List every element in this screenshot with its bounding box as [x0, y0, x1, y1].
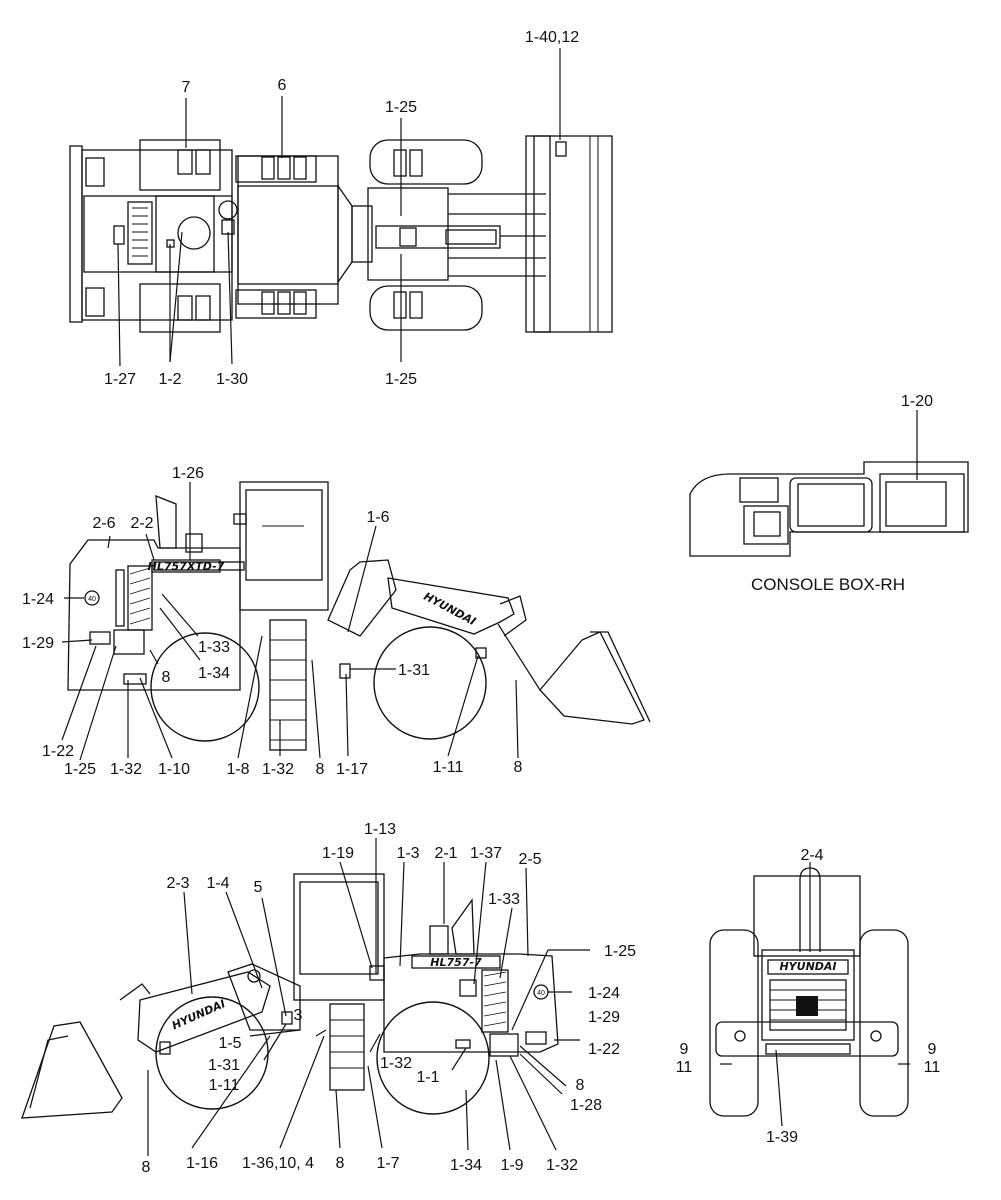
callout-label: 6	[278, 77, 287, 94]
callout-label: 8	[162, 669, 171, 686]
callout-label: 1-25	[385, 371, 417, 388]
callout-label: 1-25	[64, 761, 96, 778]
svg-text:40: 40	[537, 990, 545, 997]
callout-label: 1-33	[488, 891, 520, 908]
callout-label: 8	[142, 1159, 151, 1176]
console-box-view	[689, 410, 969, 557]
callout-label: 1-6	[366, 509, 389, 526]
callout-label: 2-4	[800, 847, 823, 864]
callout-label: 2-1	[434, 845, 457, 862]
callout-label: 8	[514, 759, 523, 776]
labels: 7 6 1-25 1-40,12 1-27 1-2 1-30 1-25 1-20…	[22, 29, 940, 1176]
callout-label: 7	[182, 79, 191, 96]
callout-label: 1-31	[398, 662, 430, 679]
callout-label: 1-28	[570, 1097, 602, 1114]
callout-label: 1-29	[22, 635, 54, 652]
model-badge-left: HL757XTD-7	[148, 560, 225, 573]
callout-label: 1-1	[416, 1069, 439, 1086]
callout-label: 1-3	[396, 845, 419, 862]
right-side-view: HYUNDAI HL757-7 40	[21, 838, 590, 1156]
brand-logo-rear: HYUNDAI	[779, 960, 836, 973]
callout-label: 1-7	[376, 1155, 399, 1172]
callout-label: 1-10	[158, 761, 190, 778]
callout-label: 1-16	[186, 1155, 218, 1172]
callout-label: 1-9	[500, 1157, 523, 1174]
callout-label: 1-11	[433, 759, 464, 776]
callout-label: 1-36,10, 4	[242, 1155, 314, 1172]
callout-label: 11	[676, 1059, 693, 1076]
callout-label: 1-27	[104, 371, 136, 388]
callout-label: 1-34	[450, 1157, 482, 1174]
callout-label: 1-32	[110, 761, 142, 778]
callout-label: 1-30	[216, 371, 248, 388]
callout-label: 2-5	[518, 851, 541, 868]
model-badge-right: HL757-7	[430, 956, 482, 969]
callout-label: 1-20	[901, 393, 933, 410]
callout-label: 2-6	[92, 515, 115, 532]
callout-label: 9	[928, 1041, 937, 1058]
callout-label: 1-5	[218, 1035, 241, 1052]
top-view	[69, 48, 613, 367]
brand-logo-left: HYUNDAI	[421, 590, 477, 628]
callout-label: 1-13	[364, 821, 396, 838]
callout-label: 1-8	[226, 761, 249, 778]
callout-label: 2-2	[130, 515, 153, 532]
console-caption: CONSOLE BOX-RH	[751, 575, 905, 594]
callout-label: 1-22	[42, 743, 74, 760]
callout-label: 1-32	[546, 1157, 578, 1174]
callout-label: 3	[294, 1007, 303, 1024]
callout-label: 1-37	[470, 845, 502, 862]
callout-label: 1-34	[198, 665, 230, 682]
callout-label: 8	[576, 1077, 585, 1094]
callout-label: 2-3	[166, 875, 189, 892]
callout-label: 1-29	[588, 1009, 620, 1026]
callout-label: 1-32	[262, 761, 294, 778]
callout-label: 9	[680, 1041, 689, 1058]
svg-text:40: 40	[88, 596, 96, 603]
callout-label: 1-22	[588, 1041, 620, 1058]
callout-label: 1-26	[172, 465, 204, 482]
callout-label: 1-31	[208, 1057, 240, 1074]
callout-label: 8	[336, 1155, 345, 1172]
callout-label: 1-19	[322, 845, 354, 862]
callout-label: 11	[924, 1059, 941, 1076]
callout-label: 5	[254, 879, 263, 896]
callout-label: 1-24	[588, 985, 620, 1002]
callout-label: 8	[316, 761, 325, 778]
callout-label: 1-40,12	[525, 29, 579, 46]
callout-label: 1-25	[604, 943, 636, 960]
callout-label: 1-4	[206, 875, 229, 892]
callout-label: 1-33	[198, 639, 230, 656]
callout-label: 1-39	[766, 1129, 798, 1146]
callout-label: 1-11	[209, 1077, 240, 1094]
callout-label: 1-32	[380, 1055, 412, 1072]
callout-label: 1-25	[385, 99, 417, 116]
callout-label: 1-24	[22, 591, 54, 608]
rear-view: HYUNDAI	[709, 862, 910, 1127]
callout-label: 1-2	[158, 371, 181, 388]
callout-label: 1-17	[336, 761, 368, 778]
